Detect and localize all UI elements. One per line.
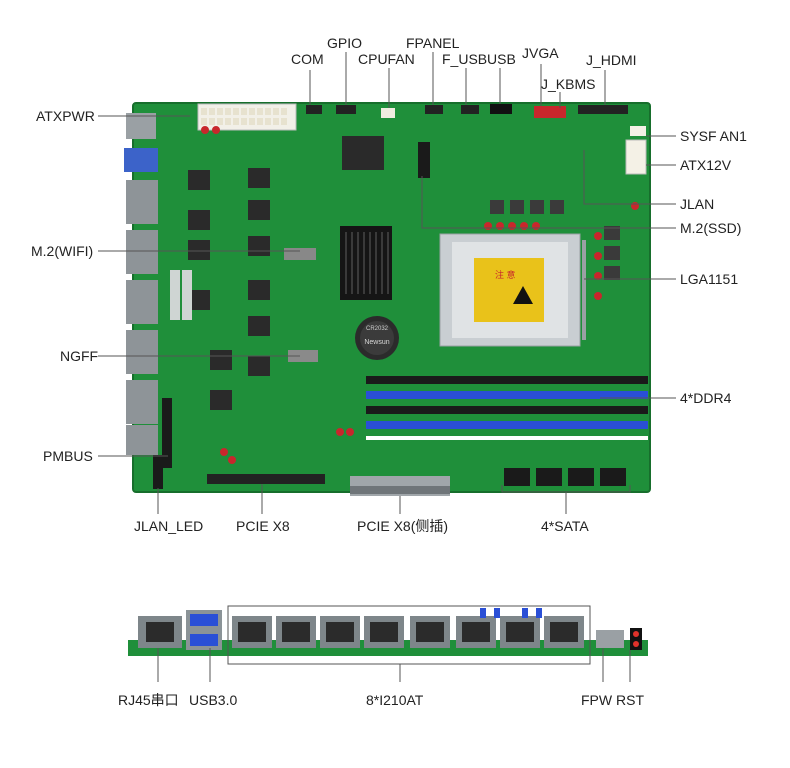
label-jlan: JLAN — [680, 196, 715, 212]
label-jlan-led: JLAN_LED — [134, 518, 204, 534]
label-m2-ssd: M.2(SSD) — [680, 220, 742, 236]
ddr4-slots — [366, 376, 648, 440]
label-pmbus: PMBUS — [43, 448, 93, 464]
label-i210at: 8*I210AT — [366, 692, 424, 708]
sata-ports — [504, 468, 626, 486]
label-ngff: NGFF — [60, 348, 99, 364]
label-f-usb: F_USB — [442, 51, 488, 67]
label-pcie-x8: PCIE X8 — [236, 518, 290, 534]
svg-text:Newsun: Newsun — [364, 339, 389, 346]
label-fpanel: FPANEL — [406, 35, 460, 51]
label-sata: 4*SATA — [541, 518, 589, 534]
label-lga1151: LGA1151 — [680, 271, 739, 287]
label-fpw-rst: FPW RST — [581, 692, 644, 708]
m2-ssd-slot — [418, 142, 430, 178]
atxpwr-connector — [197, 103, 297, 131]
bios-battery: CR2032 Newsun — [355, 316, 399, 360]
ngff-slot — [288, 350, 318, 362]
pcie-x8-slot — [207, 474, 325, 484]
label-m2-wifi: M.2(WIFI) — [31, 243, 94, 259]
label-sysfan1: SYSF AN1 — [680, 128, 747, 144]
label-com: COM — [291, 51, 324, 67]
label-pcie-x8-side: PCIE X8(侧插) — [357, 518, 449, 534]
label-j-kbms: J_KBMS — [541, 76, 596, 92]
callout-lines — [98, 52, 676, 682]
label-usb30: USB3.0 — [189, 692, 238, 708]
label-cpufan: CPUFAN — [358, 51, 415, 67]
left-io-ports — [124, 113, 158, 455]
label-j-hdmi: J_HDMI — [586, 52, 637, 68]
label-jvga: JVGA — [522, 45, 559, 61]
svg-text:注 意: 注 意 — [495, 269, 516, 280]
label-atxpwr: ATXPWR — [36, 108, 95, 124]
lga1151-socket: 注 意 — [439, 233, 586, 347]
label-atx12v: ATX12V — [680, 157, 732, 173]
chipset-heatsink — [340, 226, 392, 300]
svg-text:CR2032: CR2032 — [366, 326, 389, 332]
rear-io-board — [128, 608, 648, 656]
m2-wifi-slot — [284, 248, 316, 260]
label-ddr4: 4*DDR4 — [680, 390, 732, 406]
label-usb: USB — [487, 51, 516, 67]
atx12v-connector — [625, 139, 647, 175]
label-gpio: GPIO — [327, 35, 363, 51]
label-rj45-serial: RJ45串口 — [118, 692, 179, 708]
